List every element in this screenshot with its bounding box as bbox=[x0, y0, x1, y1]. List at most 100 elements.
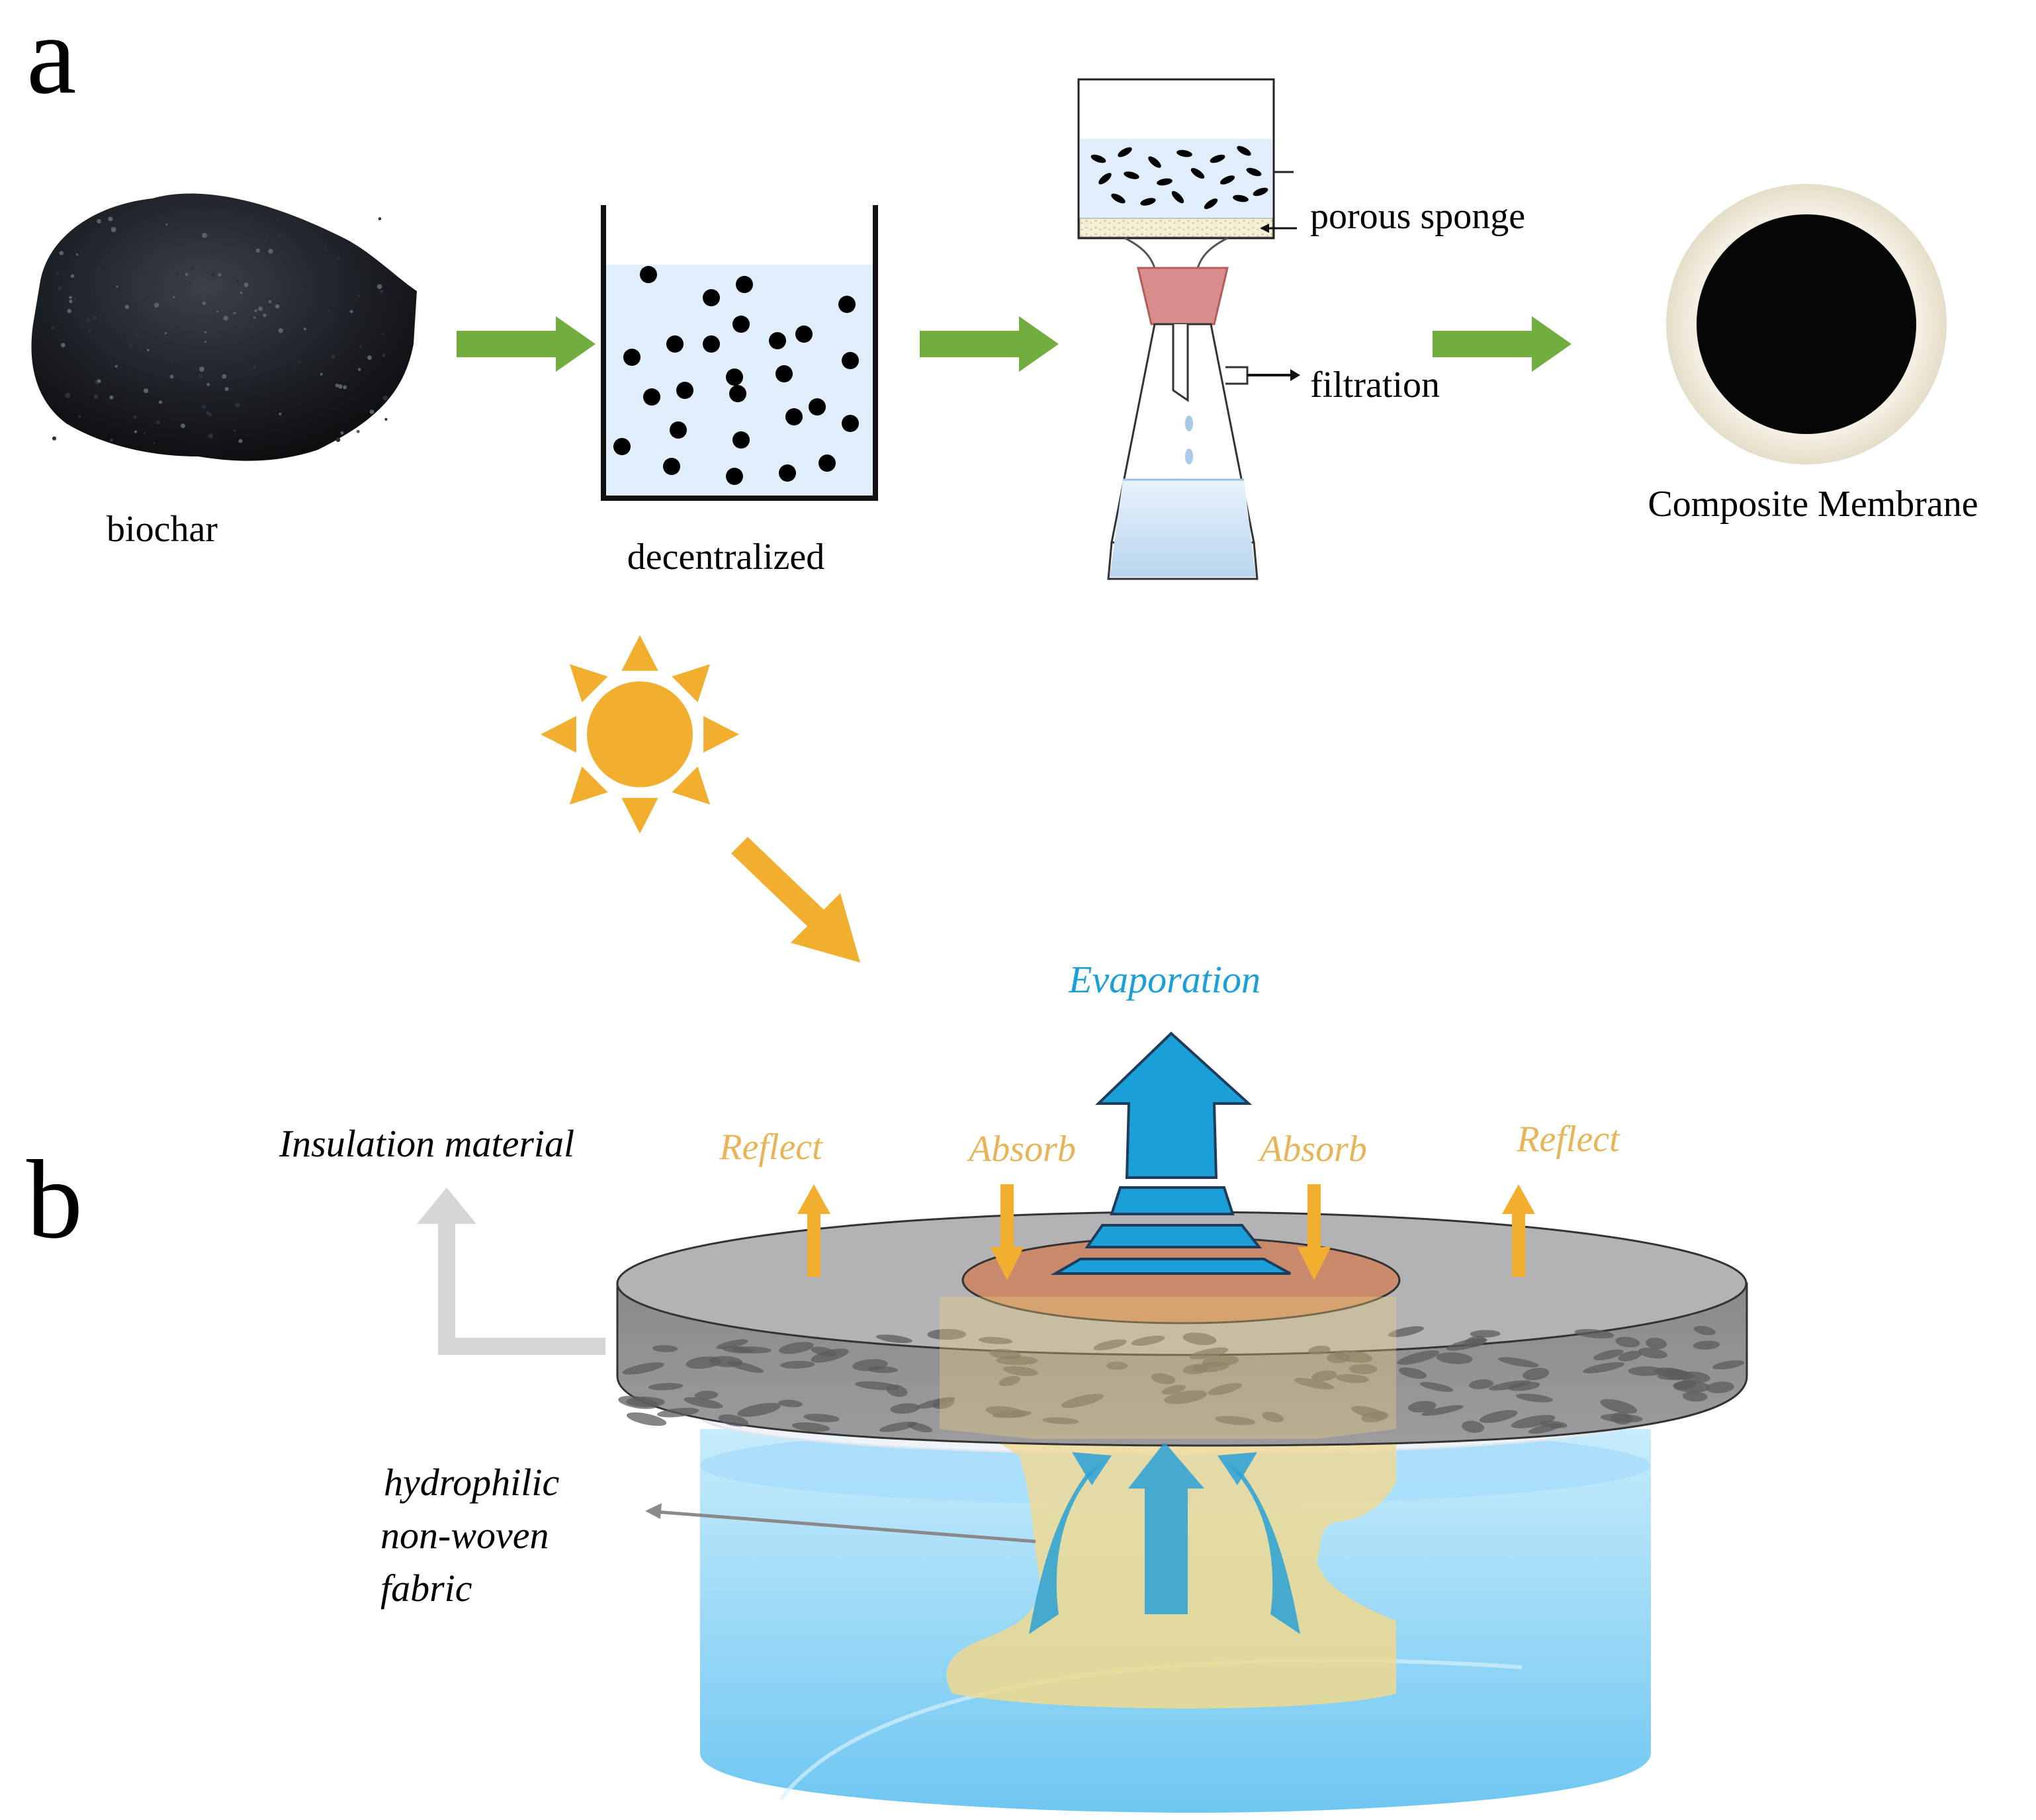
particle bbox=[842, 415, 859, 432]
pore bbox=[684, 1397, 723, 1408]
pore bbox=[1161, 1385, 1186, 1395]
particle bbox=[726, 468, 743, 485]
speck bbox=[128, 343, 133, 348]
speck bbox=[356, 429, 360, 433]
composite-membrane-image bbox=[1666, 184, 1947, 464]
pore bbox=[1336, 1373, 1369, 1383]
pore bbox=[779, 1342, 814, 1354]
speck bbox=[328, 310, 331, 312]
speck bbox=[265, 236, 269, 239]
speck bbox=[320, 372, 323, 376]
pore bbox=[879, 1421, 918, 1432]
pore bbox=[1308, 1345, 1331, 1355]
flake bbox=[1098, 173, 1112, 185]
panel-a-label: a bbox=[26, 0, 76, 117]
speck bbox=[263, 314, 267, 318]
speck bbox=[384, 417, 388, 421]
filtration-label: filtration bbox=[1310, 365, 1440, 406]
speck bbox=[114, 365, 118, 368]
decentralized-label: decentralized bbox=[627, 537, 824, 578]
pore bbox=[1464, 1336, 1486, 1348]
particle bbox=[809, 398, 826, 415]
sun-ray bbox=[621, 635, 658, 671]
particle bbox=[676, 382, 693, 399]
flake bbox=[1176, 150, 1192, 157]
speck bbox=[164, 331, 167, 335]
pore bbox=[618, 1395, 658, 1409]
speck bbox=[382, 395, 388, 401]
flake bbox=[1246, 167, 1262, 177]
speck bbox=[338, 384, 343, 389]
speck bbox=[236, 279, 240, 283]
pore bbox=[1397, 1350, 1440, 1365]
speck bbox=[282, 251, 287, 256]
pore bbox=[1615, 1336, 1640, 1348]
speck bbox=[349, 310, 353, 314]
speck bbox=[59, 251, 64, 255]
particle bbox=[726, 368, 743, 386]
pore bbox=[1693, 1326, 1716, 1336]
speck bbox=[202, 232, 207, 238]
speck bbox=[52, 436, 57, 441]
speck bbox=[303, 327, 306, 331]
speck bbox=[268, 305, 274, 310]
speck bbox=[357, 294, 361, 298]
speck bbox=[57, 286, 62, 290]
pore bbox=[927, 1328, 967, 1340]
speck bbox=[242, 222, 245, 226]
speck bbox=[170, 359, 173, 362]
speck bbox=[367, 355, 373, 361]
speck bbox=[216, 310, 219, 313]
insulation-pores bbox=[618, 1326, 1745, 1434]
flake bbox=[1219, 175, 1235, 185]
speck bbox=[224, 386, 229, 391]
speck bbox=[207, 340, 212, 345]
flake bbox=[1237, 146, 1251, 156]
speck bbox=[202, 405, 206, 409]
flake bbox=[1171, 191, 1184, 204]
process-arrow-2 bbox=[920, 316, 1059, 372]
pore bbox=[1673, 1380, 1710, 1393]
speck bbox=[261, 303, 265, 306]
pore bbox=[778, 1399, 803, 1408]
pore bbox=[652, 1345, 678, 1352]
speck bbox=[69, 299, 73, 304]
particle bbox=[795, 325, 813, 343]
pore bbox=[1712, 1360, 1745, 1369]
pore bbox=[718, 1414, 748, 1427]
particle bbox=[703, 289, 720, 306]
speck bbox=[243, 345, 246, 347]
pore bbox=[1131, 1335, 1165, 1346]
pore bbox=[811, 1346, 838, 1357]
speck bbox=[167, 239, 172, 244]
sun-ray bbox=[569, 766, 608, 805]
pore bbox=[1511, 1414, 1556, 1428]
speck bbox=[109, 395, 114, 400]
pore bbox=[622, 1362, 664, 1375]
pore bbox=[648, 1383, 684, 1391]
pore bbox=[1480, 1410, 1518, 1423]
speck bbox=[181, 423, 185, 429]
pore bbox=[1182, 1332, 1217, 1346]
speck bbox=[153, 441, 155, 445]
speck bbox=[337, 257, 341, 261]
pore bbox=[1311, 1370, 1337, 1381]
evaporation-label: Evaporation bbox=[1068, 958, 1261, 1001]
pore bbox=[1042, 1417, 1079, 1424]
pore bbox=[932, 1397, 954, 1409]
particle bbox=[666, 335, 684, 353]
insulation-label: Insulation material bbox=[279, 1122, 574, 1165]
pore bbox=[721, 1346, 754, 1354]
pore bbox=[1600, 1399, 1638, 1414]
fabric-label-line3: fabric bbox=[380, 1567, 472, 1610]
speck bbox=[282, 282, 287, 288]
speck bbox=[331, 355, 335, 359]
flake bbox=[1210, 154, 1225, 163]
speck bbox=[139, 324, 142, 326]
reflect-right-label: Reflect bbox=[1516, 1119, 1620, 1160]
speck bbox=[97, 379, 101, 384]
speck bbox=[275, 304, 280, 309]
pore bbox=[803, 1413, 840, 1422]
biochar-texture bbox=[51, 216, 388, 445]
pore bbox=[1497, 1357, 1539, 1367]
